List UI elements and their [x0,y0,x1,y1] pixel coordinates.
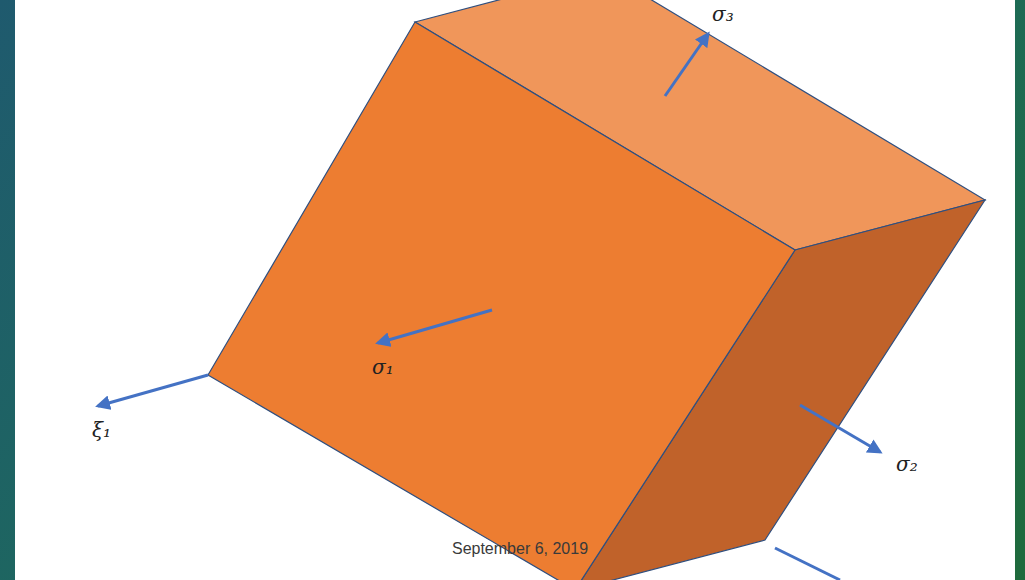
axis-label: ξ₁ [92,418,111,442]
stress-label: σ₁ [372,355,394,379]
xi1-axis [98,375,208,406]
stress-label: σ₃ [712,2,734,26]
axis-line [775,548,840,580]
date-footer: September 6, 2019 [452,540,588,558]
sigma2-arrow [800,405,880,452]
sigma3-arrow [665,34,708,96]
front-face [208,22,795,580]
stress-label: σ₂ [896,452,918,476]
sigma1-arrow [378,310,492,343]
